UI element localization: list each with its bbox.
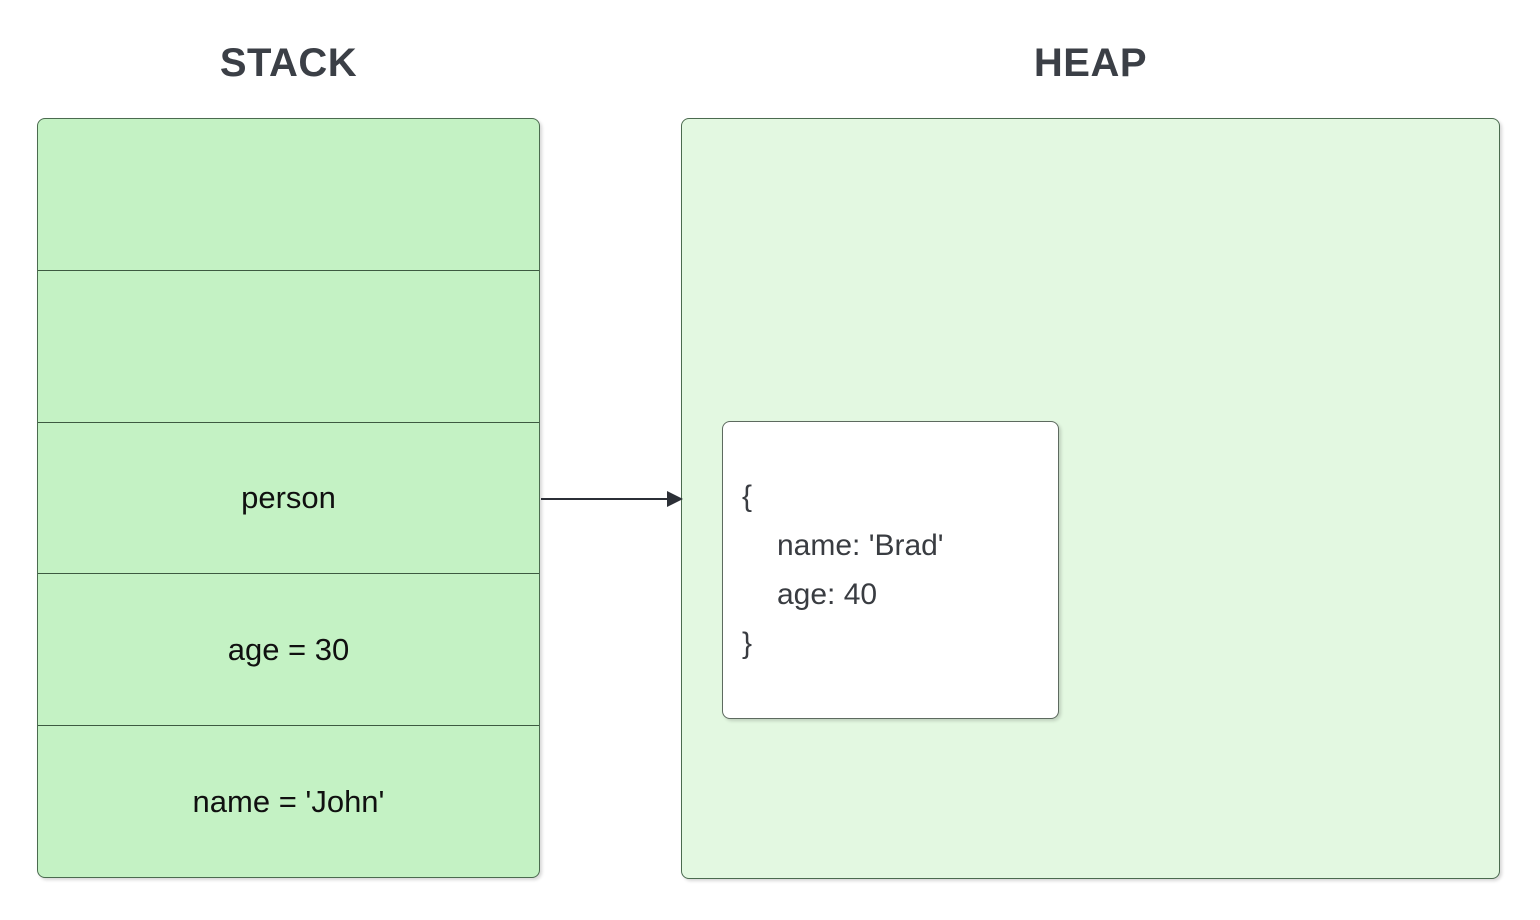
object-line-open-brace: {: [742, 480, 753, 513]
stack-cell-name: name = 'John': [192, 783, 385, 819]
stack-cell-age: age = 30: [38, 574, 539, 727]
object-line-name: name: 'Brad': [777, 529, 944, 562]
arrow-head: [667, 491, 683, 507]
heap-container: { name: 'Brad' age: 40 }: [681, 118, 1500, 879]
stack-cell-person: person: [38, 423, 539, 575]
object-line-close-brace: }: [742, 627, 753, 660]
object-line-age: age: 40: [777, 578, 878, 611]
stack-title: STACK: [219, 41, 358, 85]
stack-cell-empty-2: [38, 271, 539, 423]
heap-object-card: { name: 'Brad' age: 40 }: [722, 421, 1059, 719]
stack-container: person age = 30 name = 'John': [37, 118, 540, 878]
reference-arrow-icon: [541, 491, 683, 507]
stack-cell-empty-1: [38, 119, 539, 271]
heap-title: HEAP: [1033, 41, 1148, 85]
